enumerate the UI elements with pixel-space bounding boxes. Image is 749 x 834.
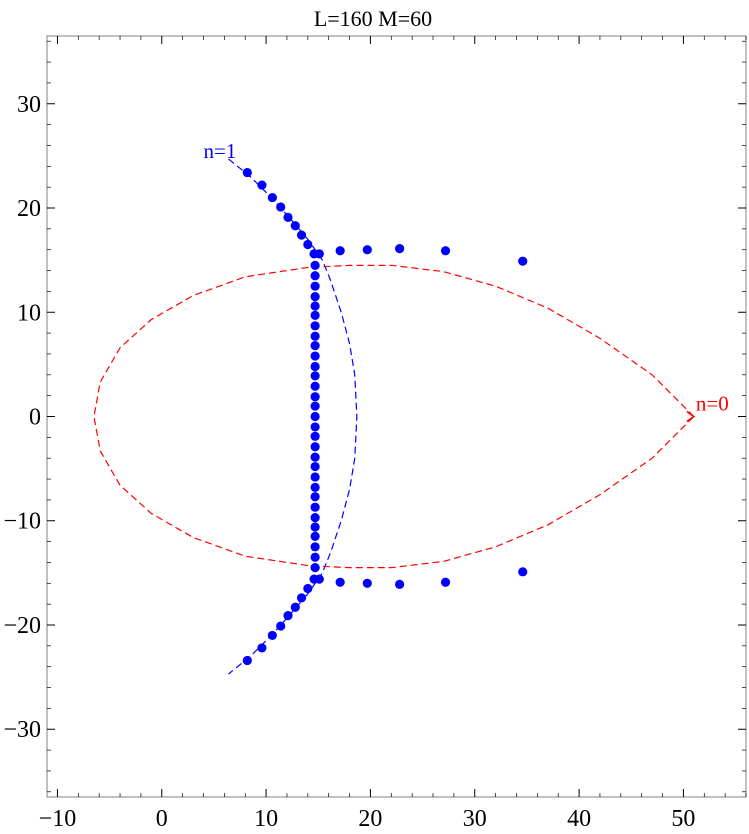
- data-point: [335, 246, 345, 256]
- data-point: [310, 452, 320, 462]
- data-point: [310, 381, 320, 391]
- y-tick-label: 0: [29, 405, 41, 431]
- data-point: [310, 542, 320, 552]
- data-point: [276, 621, 286, 631]
- data-point: [310, 331, 320, 341]
- data-point: [276, 202, 286, 212]
- annotations-layer: n=1 n=0: [203, 139, 728, 415]
- data-point: [310, 482, 320, 492]
- data-point: [267, 192, 277, 203]
- curve-n0: [93, 264, 695, 569]
- x-tick-label: 20: [358, 806, 382, 832]
- data-point: [440, 246, 451, 256]
- data-point: [296, 230, 307, 240]
- y-tick-label: −20: [3, 613, 41, 639]
- ticks-layer: −10 0 10 20 30 40 50 −30 −20 −10 0 10 20 30: [3, 36, 747, 832]
- data-point: [283, 212, 293, 222]
- data-point: [310, 411, 320, 422]
- data-point: [310, 461, 320, 472]
- x-tick-label: 10: [254, 806, 278, 832]
- x-tick-label: 50: [671, 806, 695, 832]
- data-point: [335, 577, 345, 587]
- data-point: [310, 341, 320, 351]
- data-point: [310, 552, 320, 562]
- y-tick-label: 30: [17, 92, 41, 118]
- x-tick-label: 40: [567, 806, 591, 832]
- data-point: [310, 281, 320, 291]
- annotation-n0: n=0: [696, 391, 729, 415]
- data-point: [296, 593, 307, 603]
- data-point: [303, 583, 313, 594]
- data-point: [395, 244, 405, 254]
- data-point: [310, 563, 320, 573]
- data-point: [310, 513, 320, 523]
- data-point: [310, 260, 320, 270]
- y-tick-label: 20: [17, 196, 41, 222]
- data-point: [257, 643, 267, 653]
- data-point: [310, 292, 320, 302]
- data-point: [310, 392, 320, 402]
- data-point: [440, 577, 451, 587]
- data-point: [310, 502, 320, 512]
- data-point: [310, 522, 320, 532]
- curve-n0-arrowhead: [686, 410, 696, 423]
- x-tick-label: −10: [39, 806, 77, 832]
- data-point: [242, 655, 252, 666]
- y-tick-label: 10: [17, 300, 41, 326]
- data-point: [310, 442, 320, 452]
- data-point: [314, 249, 324, 259]
- data-point: [290, 221, 300, 231]
- data-point: [310, 361, 320, 372]
- data-point: [310, 472, 320, 482]
- data-point: [314, 574, 324, 584]
- data-point: [267, 630, 277, 641]
- points-layer: [242, 167, 528, 666]
- data-point: [310, 371, 320, 381]
- data-point: [310, 422, 320, 432]
- data-point: [310, 431, 320, 441]
- chart-title: L=160 M=60: [314, 6, 432, 31]
- data-point: [362, 245, 372, 255]
- data-point: [310, 310, 320, 320]
- data-point: [518, 567, 528, 577]
- data-point: [283, 611, 293, 621]
- data-point: [257, 180, 267, 190]
- data-point: [310, 351, 320, 361]
- data-point: [395, 579, 405, 589]
- x-tick-label: 30: [463, 806, 487, 832]
- data-point: [310, 531, 320, 541]
- x-tick-label: 0: [156, 806, 168, 832]
- data-point: [362, 578, 372, 588]
- data-point: [310, 271, 320, 281]
- data-point: [310, 401, 320, 411]
- data-point: [242, 167, 252, 178]
- y-tick-label: −30: [3, 717, 41, 743]
- data-point: [290, 602, 300, 612]
- data-point: [518, 256, 528, 266]
- data-point: [310, 492, 320, 502]
- y-tick-label: −10: [3, 509, 41, 535]
- data-point: [310, 301, 320, 311]
- data-point: [303, 239, 313, 250]
- data-point: [310, 321, 320, 331]
- annotation-n1: n=1: [203, 139, 236, 163]
